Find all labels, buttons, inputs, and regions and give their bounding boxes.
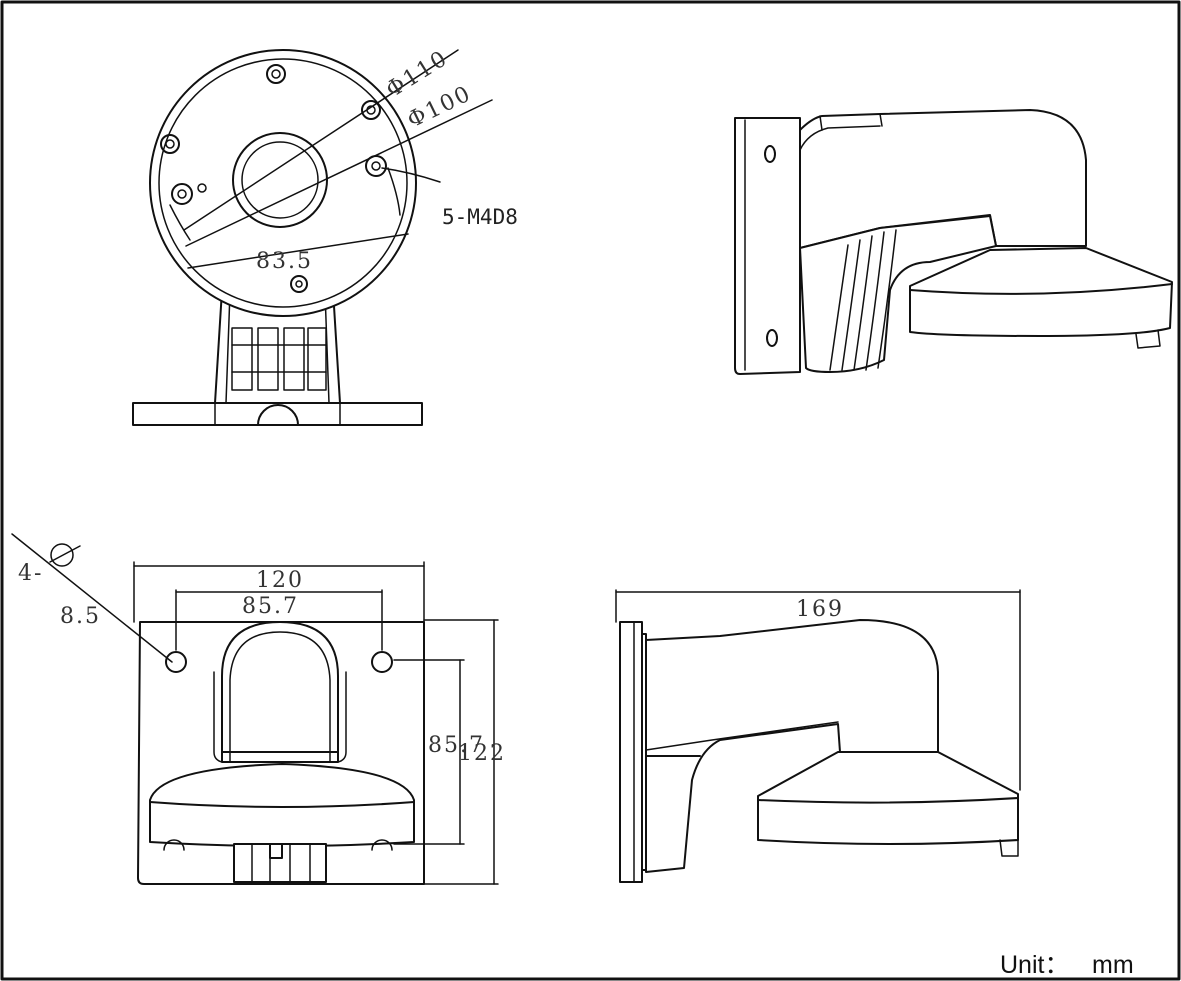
- front-view: 120 85.7 85.7 122 4- 8.5: [11, 533, 506, 885]
- isometric-view: [734, 109, 1173, 375]
- dim-hole-diameter: 8.5: [60, 604, 101, 629]
- cable-hole-outer: [232, 132, 328, 228]
- unit-label: Unit：: [1000, 951, 1069, 979]
- label-hole-count: 4-: [18, 561, 43, 586]
- side-view: 169: [615, 589, 1021, 883]
- dim-hole-spacing-v: 85.7: [428, 733, 485, 758]
- base-outer-circle: [149, 49, 417, 317]
- dim-width-120: 120: [256, 568, 304, 593]
- label-screw-spec: 5-M4D8: [442, 205, 518, 229]
- dim-height-122: 122: [458, 741, 506, 766]
- screw-holes: [160, 64, 401, 293]
- unit-value: mm: [1092, 951, 1134, 979]
- unit-note: Unit： mm: [1000, 951, 1134, 979]
- dim-hole-spacing: 83.5: [256, 249, 313, 274]
- front-view-dimension-lines: [11, 533, 499, 885]
- cable-hole-inner: [241, 141, 319, 219]
- top-view: Φ110 Φ100 5-M4D8 83.5: [132, 46, 518, 426]
- base-rim-circle: [158, 58, 408, 308]
- dim-length-169: 169: [796, 597, 844, 622]
- top-view-base: [132, 289, 423, 426]
- top-view-dimension-lines: [183, 49, 493, 269]
- dim-hole-spacing-h: 85.7: [242, 594, 299, 619]
